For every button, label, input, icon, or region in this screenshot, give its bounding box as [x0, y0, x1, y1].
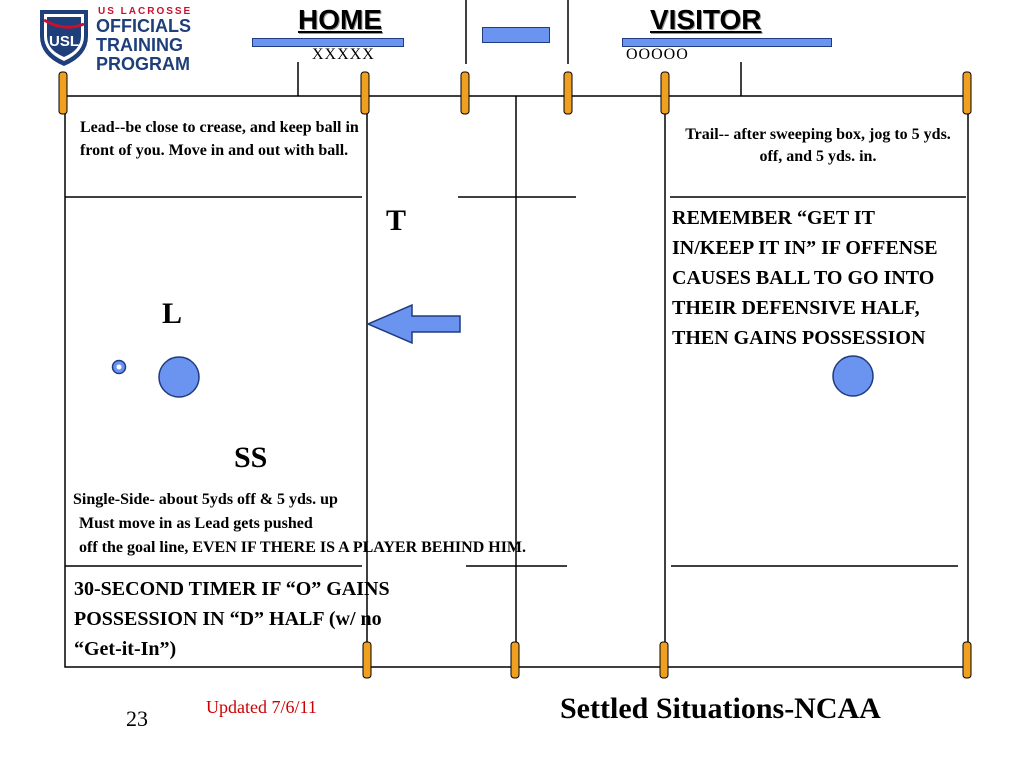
- label-trail: T: [386, 204, 407, 237]
- logo-badge-text: USL: [49, 33, 79, 50]
- single-side-line-3: off the goal line, EVEN IF THERE IS A PL…: [79, 539, 527, 556]
- center-bar: [482, 27, 550, 43]
- slide-title: Settled Situations-NCAA: [560, 692, 881, 725]
- remember-note: REMEMBER “GET IT IN/KEEP IT IN” IF OFFEN…: [672, 207, 938, 349]
- usl-badge-icon: USL: [40, 10, 88, 66]
- player-circle-left: [158, 356, 200, 398]
- logo-line-2: OFFICIALS: [96, 16, 191, 36]
- slide-number: 23: [126, 706, 148, 731]
- logo: USL US LACROSSE OFFICIALS TRAINING PROGR…: [36, 6, 206, 74]
- pole-top-3: [460, 71, 470, 115]
- updated-date: Updated 7/6/11: [206, 697, 317, 717]
- pole-top-2: [360, 71, 370, 115]
- visitor-bar: [622, 38, 832, 47]
- single-side-line-1: Single-Side- about 5yds off & 5 yds. up: [73, 491, 338, 508]
- label-lead: L: [162, 297, 183, 330]
- home-score: XXXXX: [312, 46, 375, 63]
- pole-top-6: [962, 71, 972, 115]
- visitor-score: OOOOO: [626, 46, 689, 63]
- pole-bottom-1: [362, 641, 372, 679]
- home-label: HOME: [298, 4, 382, 35]
- logo-line-3: TRAINING: [96, 35, 183, 55]
- pole-top-1: [58, 71, 68, 115]
- lead-note: Lead--be close to crease, and keep ball …: [80, 119, 359, 159]
- visitor-label: VISITOR: [650, 4, 762, 35]
- single-side-line-2: Must move in as Lead gets pushed: [79, 515, 313, 532]
- pole-bottom-4: [962, 641, 972, 679]
- pole-bottom-2: [510, 641, 520, 679]
- player-circle-right: [832, 355, 874, 397]
- pole-bottom-3: [659, 641, 669, 679]
- logo-line-4: PROGRAM: [96, 54, 190, 74]
- pole-top-5: [660, 71, 670, 115]
- trail-note: Trail-- after sweeping box, jog to 5 yds…: [672, 124, 964, 168]
- pole-top-4: [563, 71, 573, 115]
- left-arrow-icon: [366, 303, 461, 345]
- home-bar: [252, 38, 404, 47]
- label-single-side: SS: [234, 441, 268, 474]
- timer-note: 30-SECOND TIMER IF “O” GAINS POSSESSION …: [74, 578, 390, 660]
- logo-line-1: US LACROSSE: [98, 6, 193, 17]
- trail-note-text: Trail-- after sweeping box, jog to 5 yds…: [685, 126, 951, 165]
